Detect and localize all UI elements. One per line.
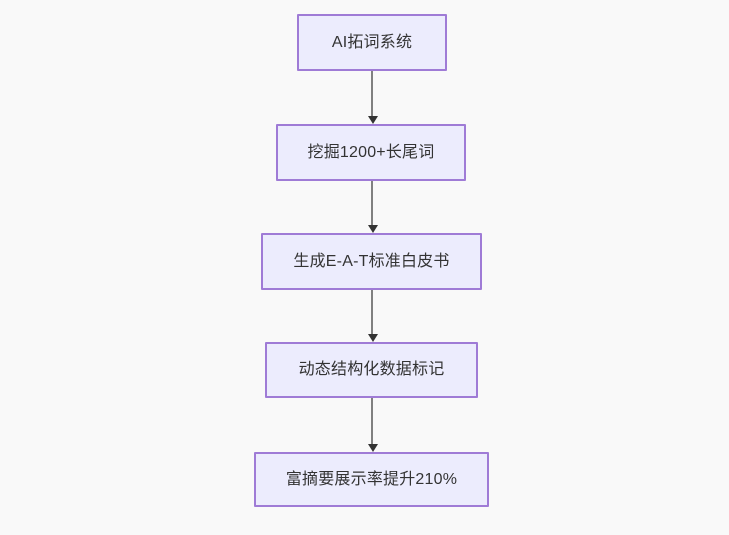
flowchart-node-4-label: 动态结构化数据标记 (298, 361, 445, 379)
arrowhead-down-icon (368, 225, 378, 233)
edge-line (371, 71, 373, 116)
flowchart-node-5[interactable]: 富摘要展示率提升210% (254, 452, 489, 507)
flowchart-node-2[interactable]: 挖掘1200+长尾词 (276, 124, 466, 181)
flowchart-node-3[interactable]: 生成E-A-T标准白皮书 (261, 233, 482, 290)
flowchart-edge-2-to-3 (368, 181, 378, 233)
flowchart-edge-4-to-5 (368, 398, 378, 452)
flowchart-edge-3-to-4 (368, 290, 378, 342)
flowchart-edge-1-to-2 (368, 71, 378, 124)
edge-line (371, 290, 373, 334)
flowchart-node-1-label: AI拓词系统 (331, 33, 413, 51)
arrowhead-down-icon (368, 444, 378, 452)
arrowhead-down-icon (368, 116, 378, 124)
flowchart-node-1[interactable]: AI拓词系统 (297, 14, 447, 71)
edge-line (371, 398, 373, 444)
flowchart-node-4[interactable]: 动态结构化数据标记 (265, 342, 478, 398)
flowchart-node-2-label: 挖掘1200+长尾词 (307, 143, 435, 161)
flowchart-node-5-label: 富摘要展示率提升210% (285, 470, 458, 488)
arrowhead-down-icon (368, 334, 378, 342)
edge-line (371, 181, 373, 225)
flowchart-node-3-label: 生成E-A-T标准白皮书 (293, 252, 450, 270)
